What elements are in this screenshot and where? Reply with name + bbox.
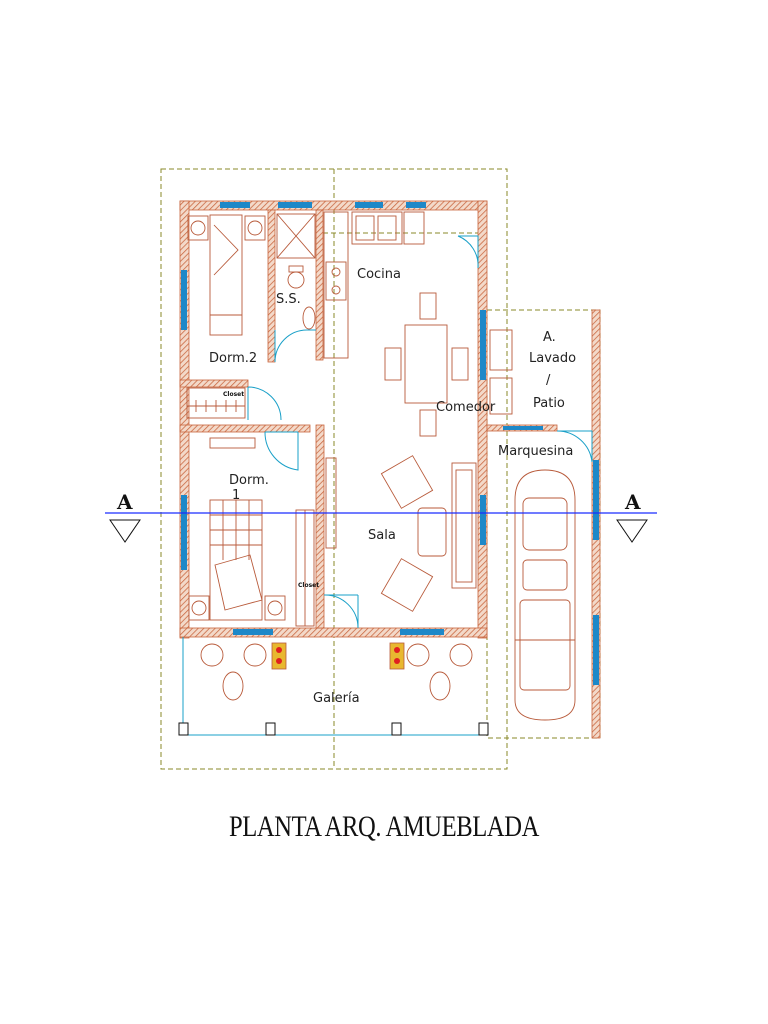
car	[514, 469, 576, 721]
label-dorm1: Dorm.	[229, 473, 269, 488]
bed-dorm2	[209, 214, 243, 336]
closet-dorm2	[186, 387, 246, 419]
label-galeria: Galería	[313, 691, 360, 706]
armchair	[380, 455, 434, 509]
furniture	[186, 211, 576, 721]
label-lavado-2: Lavado	[529, 351, 576, 366]
gallery-columns	[178, 637, 489, 736]
dining-table	[404, 324, 448, 404]
shower	[276, 213, 316, 259]
section-marker-left: A	[116, 490, 133, 514]
stove	[325, 261, 347, 301]
tv-console	[325, 457, 337, 549]
page-title: PLANTA ARQ. AMUEBLADA	[229, 810, 539, 843]
label-ss: S.S.	[276, 292, 301, 307]
label-closet-dorm2: Closet	[223, 391, 244, 398]
label-closet-dorm1: Closet	[298, 582, 319, 589]
kitchen-counter	[323, 211, 349, 359]
room-labels: Dorm.2 S.S. Cocina Comedor Dorm. 1 Sala …	[209, 267, 576, 706]
section-marker-right: A	[624, 490, 641, 514]
laundry-sink	[489, 329, 513, 371]
label-lavado-1: A.	[543, 330, 556, 345]
section-line: A A	[105, 490, 657, 543]
label-dorm2: Dorm.2	[209, 351, 257, 366]
lot-boundary	[160, 168, 601, 770]
label-dorm1-number: 1	[232, 488, 240, 503]
label-sala: Sala	[368, 528, 396, 543]
sink	[302, 306, 316, 330]
label-comedor: Comedor	[436, 400, 496, 415]
sofa	[451, 462, 477, 589]
label-marquesina: Marquesina	[498, 444, 573, 459]
doors	[247, 235, 593, 629]
label-cocina: Cocina	[357, 267, 401, 282]
label-lavado-4: Patio	[533, 396, 565, 411]
toilet	[287, 271, 305, 289]
windows	[181, 202, 599, 685]
plant-icon	[271, 642, 405, 670]
label-lavado-3: /	[546, 373, 551, 388]
